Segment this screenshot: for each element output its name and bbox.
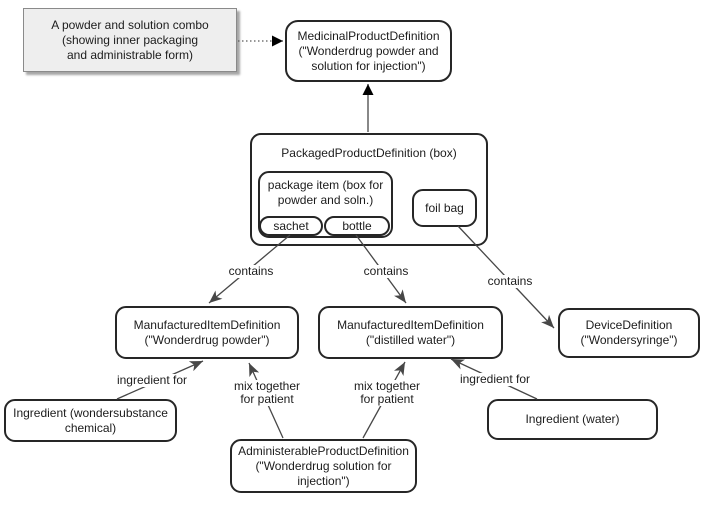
node-text: ("Wonderdrug powder and [298, 43, 439, 58]
node-title: PackagedProductDefinition (box) [281, 146, 457, 160]
edge-label-contains-1: contains [209, 265, 293, 278]
edge-label-ingredient-for-right: ingredient for [451, 373, 539, 386]
node-text: ManufacturedItemDefinition [133, 317, 281, 332]
node-medicinal-product-definition: MedicinalProductDefinition ("Wonderdrug … [285, 20, 452, 82]
node-text: ("Wondersyringe") [580, 333, 678, 347]
node-text: ("Wonderdrug powder") [144, 332, 270, 347]
node-ingredient-wondersubstance: Ingredient (wondersubstance chemical) [4, 399, 177, 442]
node-text: sachet [273, 219, 309, 233]
edge-label-contains-2: contains [344, 265, 428, 278]
edge-label-line: for patient [360, 392, 414, 406]
edge-label-mix-together-right: mix together for patient [343, 380, 431, 406]
edge-label-line: for patient [240, 392, 294, 406]
node-text: Ingredient (water) [525, 412, 620, 426]
node-sachet: sachet [259, 216, 323, 236]
node-text: ManufacturedItemDefinition [337, 317, 484, 332]
node-manufactured-item-powder: ManufacturedItemDefinition ("Wonderdrug … [115, 306, 299, 359]
node-text: solution for injection") [311, 58, 426, 73]
node-text: ("distilled water") [365, 332, 456, 347]
node-text: foil bag [425, 200, 464, 215]
node-text: bottle [342, 219, 372, 233]
node-text: package item (box for [267, 178, 384, 192]
node-text: chemical) [64, 420, 117, 435]
node-bottle: bottle [324, 216, 390, 236]
note-box: A powder and solution combo (showing inn… [23, 8, 237, 72]
node-text: AdministerableProductDefinition [238, 443, 409, 458]
node-text: MedicinalProductDefinition [297, 28, 440, 43]
edge-label-contains-3: contains [468, 275, 552, 288]
note-line: and administrable form) [66, 47, 194, 62]
node-manufactured-item-water: ManufacturedItemDefinition ("distilled w… [318, 306, 503, 359]
node-foil-bag: foil bag [412, 189, 477, 227]
edge-label-ingredient-for-left: ingredient for [108, 374, 196, 387]
node-text: DeviceDefinition [585, 318, 673, 332]
node-text: ("Wonderdrug solution for [255, 458, 392, 473]
node-ingredient-water: Ingredient (water) [487, 399, 658, 440]
node-device-definition: DeviceDefinition ("Wondersyringe") [558, 308, 700, 358]
node-text: injection") [297, 473, 350, 488]
note-line: A powder and solution combo [51, 17, 209, 32]
node-text: Ingredient (wondersubstance [13, 405, 168, 420]
node-text: powder and soln.) [277, 193, 374, 207]
edge-label-mix-together-left: mix together for patient [223, 380, 311, 406]
node-administerable-product-definition: AdministerableProductDefinition ("Wonder… [230, 439, 417, 493]
note-line: (showing inner packaging [61, 32, 199, 47]
